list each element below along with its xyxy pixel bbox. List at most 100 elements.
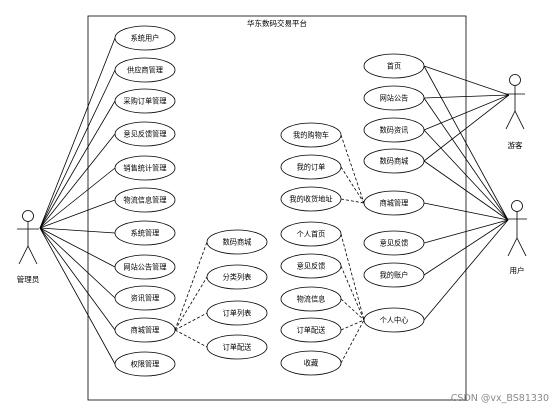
admin-usecase-9-label: 资讯管理 [131,294,160,303]
admin-usecase-8-label: 网站公告管理 [123,263,166,272]
admin-usecase-6: 物流信息管理 [114,187,176,213]
front-usecase-1-label: 首页 [387,62,401,71]
assoc-admin-3 [39,100,116,229]
front-usecase-2-ellipse [363,85,425,111]
front-usecase-3: 数码资讯 [363,117,425,143]
assoc-user-2 [423,97,509,221]
admin-usecase-11: 权限管理 [114,351,176,377]
admin-usecase-10-ellipse [114,317,176,343]
admin-usecase-5-label: 销售统计管理 [123,164,166,173]
front-usecase-6: 意见反馈 [363,230,425,256]
mall-subusecase-2: 分类列表 [206,264,268,290]
include-center-2 [340,265,365,321]
mall-subusecase-1-label: 数码商城 [223,238,252,247]
user-feature-usecase-1-label: 我的购物车 [293,131,329,140]
assoc-admin-11 [39,227,116,365]
assoc-admin-8 [39,227,116,268]
admin-usecase-8: 网站公告管理 [114,254,176,280]
actor-admin [17,210,39,265]
user-feature-usecase-6-ellipse [280,286,342,312]
mall-subusecase-2-ellipse [206,264,268,290]
user-feature-usecase-8-label: 收藏 [304,359,318,368]
include-shopmgr-3 [340,198,365,204]
user-feature-usecase-3: 我的收货地址 [280,186,342,212]
front-usecase-8-label: 个人中心 [380,316,409,325]
mall-subusecase-4: 订单配送 [206,334,268,360]
actor-user-right-leg [516,237,527,257]
front-usecase-5-label: 商城管理 [380,199,409,208]
user-feature-usecase-5-ellipse [280,253,342,279]
assoc-admin-7 [39,227,116,234]
admin-usecase-6-ellipse [114,187,176,213]
user-feature-usecase-2-ellipse [280,154,342,180]
assoc-user-3 [423,129,509,221]
admin-usecase-2: 供应商管理 [114,57,176,83]
actor-user-head [511,200,523,212]
user-feature-usecase-1: 我的购物车 [280,122,342,148]
front-usecase-1: 首页 [363,53,425,79]
front-usecase-5: 商城管理 [363,190,425,216]
use-cases: 系统用户供应商管理采购订单管理意见反馈管理销售统计管理物流信息管理系统管理网站公… [114,25,425,377]
include-mall-2 [174,276,208,331]
actor-guest-left-leg [505,110,516,130]
admin-usecase-10-label: 商城管理 [131,326,160,335]
admin-usecase-7-ellipse [114,220,176,246]
admin-usecase-1: 系统用户 [114,25,176,51]
admin-usecase-5: 销售统计管理 [114,155,176,181]
admin-usecase-1-label: 系统用户 [131,34,160,43]
include-shopmgr-2 [340,166,365,204]
admin-usecase-2-ellipse [114,57,176,83]
include-center-1 [340,233,365,321]
include-center-3 [340,298,365,321]
admin-usecase-10: 商城管理 [114,317,176,343]
assoc-user-1 [423,65,509,221]
association-lines [39,37,510,365]
user-feature-usecase-6: 物流信息 [280,286,342,312]
front-usecase-3-ellipse [363,117,425,143]
mall-subusecase-3-label: 订单列表 [223,309,252,318]
admin-usecase-4: 意见反馈管理 [114,121,176,147]
actor-admin-left-leg [18,245,29,265]
admin-usecase-11-ellipse [114,351,176,377]
assoc-admin-4 [39,133,116,229]
mall-subusecase-2-label: 分类列表 [223,273,252,282]
admin-usecase-2-label: 供应商管理 [127,66,163,75]
front-usecase-2: 网站公告 [363,85,425,111]
admin-usecase-4-ellipse [114,121,176,147]
front-usecase-4-ellipse [363,148,425,174]
include-mall-3 [174,312,208,331]
actor-guest-label: 游客 [508,140,523,150]
user-feature-usecase-3-ellipse [280,186,342,212]
assoc-user-6 [423,219,509,244]
assoc-guest-1 [423,65,510,96]
front-usecase-6-label: 意见反馈 [380,239,409,248]
admin-usecase-8-ellipse [114,254,176,280]
actor-guest-right-leg [514,110,525,130]
admin-usecase-9-ellipse [114,285,176,311]
admin-usecase-11-label: 权限管理 [131,360,160,369]
include-mall-1 [174,241,208,331]
front-usecase-1-ellipse [363,53,425,79]
admin-usecase-6-label: 物流信息管理 [123,196,166,205]
mall-subusecase-3-ellipse [206,300,268,326]
system-title: 华东数码交易平台 [247,18,307,28]
front-usecase-7-label: 我的账户 [380,271,409,280]
assoc-guest-4 [423,94,510,162]
mall-subusecase-1-ellipse [206,229,268,255]
user-feature-usecase-4: 个人首页 [280,221,342,247]
admin-usecase-5-ellipse [114,155,176,181]
front-usecase-2-label: 网站公告 [380,94,409,103]
actor-guest [505,74,525,130]
front-usecase-7-ellipse [363,262,425,288]
user-feature-usecase-5-label: 意见反馈 [297,262,326,271]
user-feature-usecase-7-label: 订单配送 [297,326,326,335]
admin-usecase-1-ellipse [114,25,176,51]
front-usecase-6-ellipse [363,230,425,256]
actor-guest-head [509,74,521,86]
user-feature-usecase-7-ellipse [280,317,342,343]
user-feature-usecase-2: 我的订单 [280,154,342,180]
actor-admin-head [22,210,34,222]
admin-usecase-7-label: 系统管理 [131,229,160,238]
assoc-admin-1 [39,37,116,229]
